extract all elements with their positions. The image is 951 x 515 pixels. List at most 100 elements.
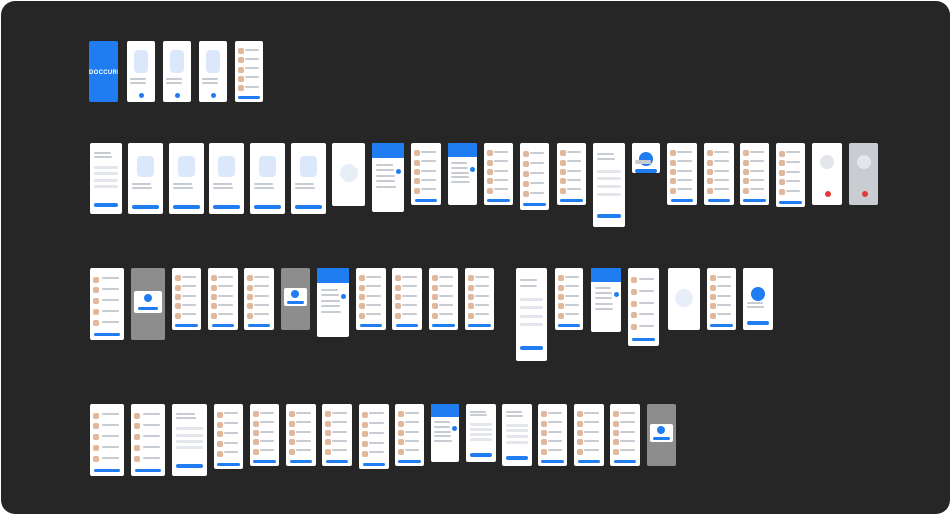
screen-messages[interactable] <box>322 404 352 466</box>
avatar <box>707 169 713 176</box>
screen-call[interactable] <box>812 143 842 205</box>
screen-forgot-password[interactable] <box>169 143 204 214</box>
screen-signup[interactable] <box>128 143 163 214</box>
text-line <box>474 313 490 316</box>
screen-doctor-list-3[interactable] <box>557 143 586 205</box>
text-line <box>369 422 385 425</box>
text-line <box>369 412 385 415</box>
screen-home[interactable] <box>372 143 404 212</box>
screen-reset-password[interactable] <box>250 143 285 214</box>
primary-button <box>560 198 583 202</box>
avatar <box>362 431 368 438</box>
text-line <box>320 294 340 297</box>
avatar <box>252 411 259 418</box>
text-line <box>421 169 437 172</box>
screen-doctor-list-1[interactable] <box>484 143 513 205</box>
screen-appointments-1[interactable] <box>667 143 697 205</box>
avatar <box>252 439 259 446</box>
screen-appointments-3[interactable] <box>740 143 769 205</box>
text-line <box>474 294 490 297</box>
screen-notifications[interactable] <box>610 404 640 466</box>
screen-specialists-1[interactable] <box>172 268 201 330</box>
avatar <box>709 275 716 282</box>
text-line <box>404 421 420 424</box>
screen-chat-1[interactable] <box>359 404 389 469</box>
screen-map-route[interactable] <box>411 143 441 205</box>
avatar <box>395 294 401 301</box>
screen-video-call[interactable] <box>849 143 878 205</box>
screen-home-2[interactable] <box>317 268 349 337</box>
screen-rating[interactable] <box>743 268 773 330</box>
screen-modal-2[interactable] <box>281 268 310 330</box>
text-line <box>620 412 636 415</box>
screen-clinic-detail[interactable] <box>356 268 386 330</box>
screen-favourites[interactable] <box>286 404 316 466</box>
text-line <box>223 451 239 454</box>
screen-dashboard[interactable] <box>90 268 124 340</box>
screen-terms-1[interactable] <box>538 404 567 466</box>
text-line <box>402 313 418 316</box>
avatar <box>709 303 716 310</box>
screen-booking-form[interactable] <box>593 143 625 227</box>
screen-logout-modal[interactable] <box>647 404 676 466</box>
screen-doctor-list-2[interactable] <box>520 143 549 210</box>
screen-doctor-profile[interactable] <box>776 143 805 207</box>
screen-login[interactable] <box>90 143 122 214</box>
illustration <box>299 155 318 178</box>
screen-schedule[interactable] <box>465 268 494 330</box>
screen-chat-2[interactable] <box>395 404 424 466</box>
input-field <box>469 422 493 426</box>
screen-loading[interactable] <box>332 143 365 206</box>
primary-button <box>93 202 119 207</box>
screen-onboarding-1[interactable] <box>127 41 155 102</box>
screen-onboarding-2[interactable] <box>163 41 191 102</box>
primary-button <box>468 323 491 327</box>
screen-onboarding-3[interactable] <box>199 41 227 102</box>
avatar <box>362 441 368 448</box>
screen-doctor-search[interactable] <box>448 143 477 205</box>
screen-modal-1[interactable] <box>131 268 165 340</box>
screen-appointments-2[interactable] <box>704 143 734 205</box>
screen-doctors-grid-2[interactable] <box>131 404 165 476</box>
screen-gallery-1[interactable] <box>392 268 422 330</box>
avatar <box>93 412 100 419</box>
avatar <box>856 155 871 170</box>
screen-profile-setup[interactable] <box>291 143 326 214</box>
screen-verify-otp[interactable] <box>209 143 244 214</box>
screen-records-2[interactable] <box>250 404 279 466</box>
screen-searching[interactable] <box>668 268 700 330</box>
avatar <box>742 159 749 166</box>
text-line <box>142 456 160 459</box>
primary-button <box>213 205 240 210</box>
text-line <box>438 285 454 288</box>
input-field <box>596 185 622 188</box>
screen-filter[interactable] <box>172 404 207 476</box>
text-line <box>254 182 274 185</box>
text-line <box>132 182 152 185</box>
text-line <box>438 294 454 297</box>
avatar <box>93 319 100 326</box>
screen-specialists-3[interactable] <box>244 268 274 330</box>
screen-booking-confirmed[interactable] <box>632 143 660 173</box>
avatar <box>397 448 404 455</box>
screen-onboarding-4[interactable] <box>235 41 263 102</box>
screen-profile[interactable] <box>431 404 459 462</box>
screen-payment-1[interactable] <box>555 268 583 330</box>
text-line <box>564 313 579 316</box>
screen-payment-2[interactable] <box>591 268 621 332</box>
avatar <box>174 275 181 282</box>
avatar <box>289 420 295 427</box>
screen-summary[interactable] <box>628 268 659 346</box>
screen-edit-profile[interactable] <box>466 404 496 462</box>
screen-checkout[interactable] <box>516 268 547 361</box>
avatar <box>577 448 583 455</box>
screen-nearby[interactable] <box>707 268 736 330</box>
screen-terms-2[interactable] <box>574 404 604 466</box>
screen-specialists-2[interactable] <box>208 268 238 330</box>
screen-splash[interactable]: DOCCURE <box>89 41 118 102</box>
screen-gallery-2[interactable] <box>429 268 458 330</box>
screen-doctors-grid-1[interactable] <box>90 404 124 476</box>
screen-records-1[interactable] <box>214 404 243 469</box>
avatar <box>467 284 474 291</box>
screen-settings[interactable] <box>502 404 532 466</box>
